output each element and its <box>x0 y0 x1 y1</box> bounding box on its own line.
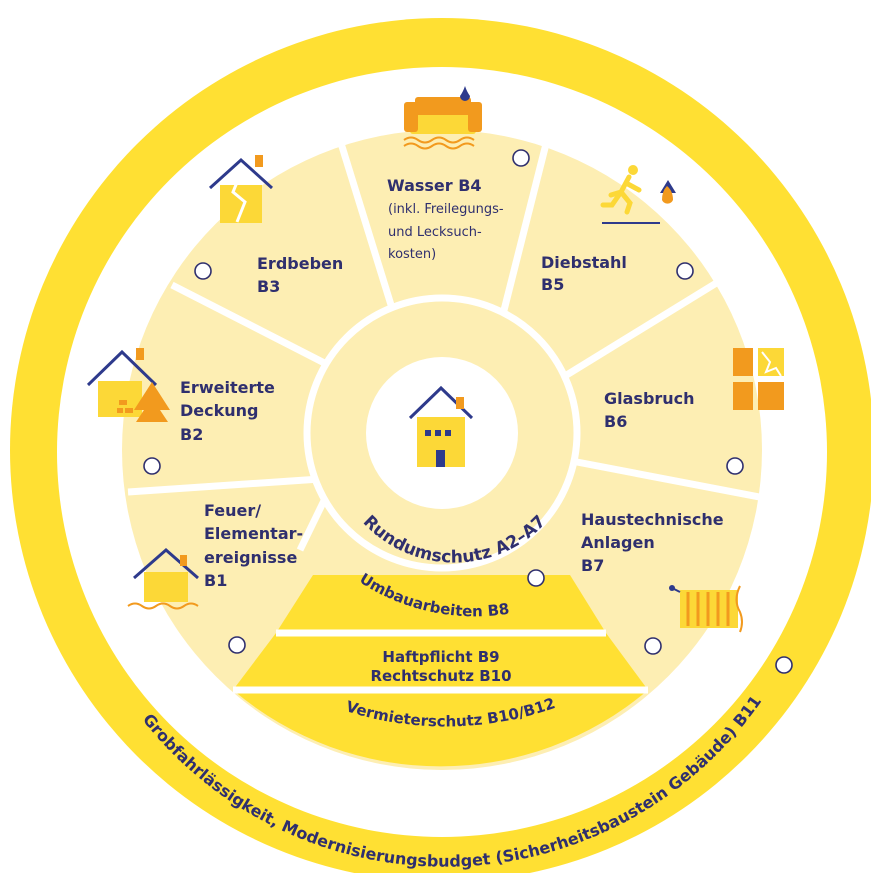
flooded-house-icon <box>127 548 199 610</box>
segment-haustechnik-title-2: Anlagen <box>581 533 655 552</box>
house-tree-icon <box>86 348 170 422</box>
segment-haustechnik-title: Haustechnische <box>581 510 724 529</box>
checkbox-erdbeben[interactable] <box>194 262 212 280</box>
checkbox-diebstahl[interactable] <box>676 262 694 280</box>
checkbox-umbau[interactable] <box>527 569 545 587</box>
segment-wasser-title: Wasser B4 <box>387 176 482 195</box>
segment-wasser-note-1: (inkl. Freilegungs- <box>388 202 504 217</box>
cracked-house-icon <box>208 155 274 223</box>
burglar-running-icon <box>600 165 676 224</box>
checkbox-outer[interactable] <box>775 656 793 674</box>
checkbox-glasbruch[interactable] <box>726 457 744 475</box>
segment-feuer-title-2: Elementar- <box>204 524 303 543</box>
checkbox-haustechnik[interactable] <box>644 637 662 655</box>
segment-erdbeben-code: B3 <box>257 277 280 296</box>
checkbox-wasser[interactable] <box>512 149 530 167</box>
segment-diebstahl-title: Diebstahl <box>541 253 627 272</box>
water-damaged-sofa-icon <box>403 86 482 150</box>
segment-erdbeben-title: Erdbeben <box>257 254 343 273</box>
band-rechtschutz-label: Rechtschutz B10 <box>370 667 511 685</box>
band-vermieter[interactable] <box>233 690 648 767</box>
checkbox-feuer[interactable] <box>228 636 246 654</box>
segment-feuer-code: B1 <box>204 571 227 590</box>
segment-glasbruch-title: Glasbruch <box>604 389 695 408</box>
checkbox-erweitert[interactable] <box>143 457 161 475</box>
segment-erweitert-title-2: Deckung <box>180 401 259 420</box>
house-icon <box>408 385 474 467</box>
segment-wasser-note-2: und Lecksuch- <box>388 225 482 240</box>
segment-feuer-title-3: ereignisse <box>204 548 297 567</box>
segment-glasbruch-code: B6 <box>604 412 627 431</box>
band-haftpflicht[interactable] <box>233 633 648 690</box>
segment-diebstahl-code: B5 <box>541 275 564 294</box>
broken-window-icon <box>733 348 784 410</box>
band-haftpflicht-label: Haftpflicht B9 <box>382 648 499 666</box>
segment-wasser-note-3: kosten) <box>388 247 436 262</box>
segment-erweitert-title: Erweiterte <box>180 378 275 397</box>
segment-haustechnik-code: B7 <box>581 556 604 575</box>
segment-feuer-title: Feuer/ <box>204 501 261 520</box>
band-umbau[interactable] <box>276 575 606 633</box>
segment-erweitert-code: B2 <box>180 425 203 444</box>
radiator-icon <box>669 585 743 633</box>
